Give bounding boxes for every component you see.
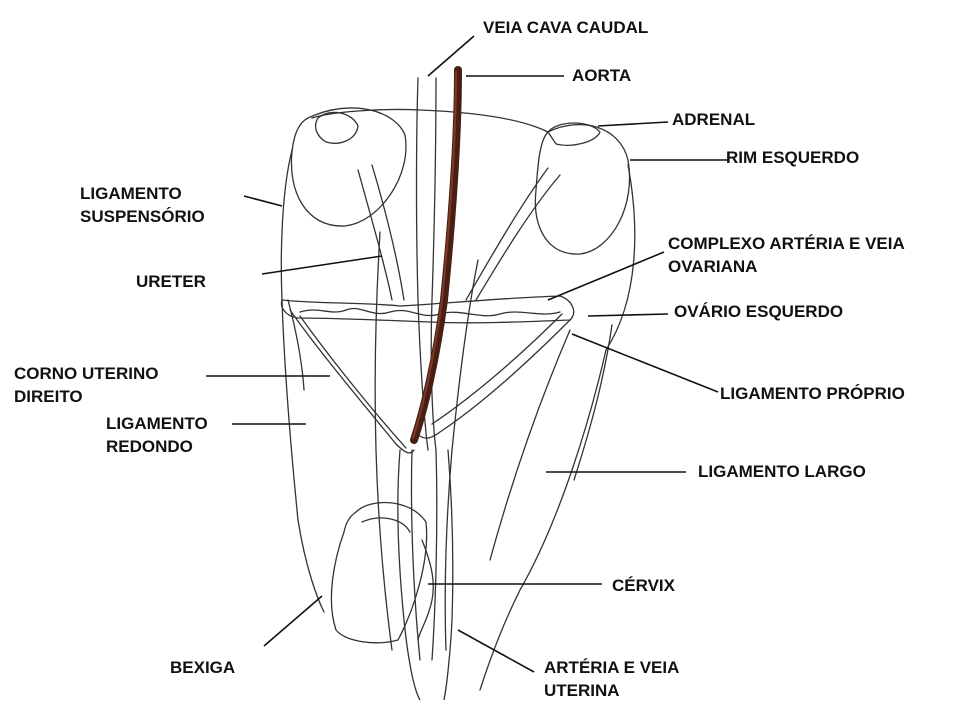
label-ligamento-suspensorio-line-1: LIGAMENTO	[80, 182, 205, 205]
label-cervix: CÉRVIX	[612, 574, 675, 597]
label-corno-uterino-direito: CORNO UTERINO DIREITO	[14, 362, 159, 408]
label-complexo-line-1: COMPLEXO ARTÉRIA E VEIA	[668, 232, 905, 255]
label-ovario-esquerdo: OVÁRIO ESQUERDO	[674, 300, 843, 323]
label-arteria-uterina-line-1: ARTÉRIA E VEIA	[544, 656, 679, 679]
ovarian-complex-right	[358, 165, 404, 300]
leader-complexo	[548, 252, 664, 300]
adrenal-left-outline	[548, 123, 600, 145]
label-ureter: URETER	[136, 270, 206, 293]
label-ligamento-suspensorio: LIGAMENTO SUSPENSÓRIO	[80, 182, 205, 228]
label-corno-line-2: DIREITO	[14, 385, 159, 408]
uterine-body-outline	[398, 450, 453, 700]
label-veia-cava-caudal: VEIA CAVA CAUDAL	[483, 16, 648, 39]
kidney-right-outline	[291, 108, 406, 226]
leader-adrenal	[598, 122, 668, 126]
adrenal-right-outline	[316, 112, 358, 143]
leader-arteria-uterina	[458, 630, 534, 672]
label-arteria-veia-uterina: ARTÉRIA E VEIA UTERINA	[544, 656, 679, 702]
label-rim-esquerdo: RIM ESQUERDO	[726, 146, 859, 169]
label-ligamento-proprio: LIGAMENTO PRÓPRIO	[720, 382, 905, 405]
leader-ovario	[588, 314, 668, 316]
leader-ligamento-suspensorio	[244, 196, 282, 206]
label-ligamento-largo: LIGAMENTO LARGO	[698, 460, 866, 483]
label-ligamento-suspensorio-line-2: SUSPENSÓRIO	[80, 205, 205, 228]
leader-veia-cava	[428, 36, 474, 76]
leader-bexiga	[264, 596, 322, 646]
ureter-left	[445, 260, 478, 650]
uterine-horn-right	[290, 310, 414, 453]
label-bexiga: BEXIGA	[170, 656, 235, 679]
label-complexo-arteria-veia-ovariana: COMPLEXO ARTÉRIA E VEIA OVARIANA	[668, 232, 905, 278]
ovarian-complex-left	[466, 168, 560, 300]
leader-ureter	[262, 256, 382, 274]
broad-ligament-outline	[480, 165, 635, 690]
label-arteria-uterina-line-2: UTERINA	[544, 679, 679, 702]
leader-ligamento-proprio	[572, 334, 718, 392]
label-corno-line-1: CORNO UTERINO	[14, 362, 159, 385]
ureter-right	[375, 232, 392, 650]
label-ligamento-redondo-line-2: REDONDO	[106, 435, 208, 458]
label-complexo-line-2: OVARIANA	[668, 255, 905, 278]
label-ligamento-redondo: LIGAMENTO REDONDO	[106, 412, 208, 458]
label-aorta: AORTA	[572, 64, 631, 87]
label-adrenal: ADRENAL	[672, 108, 755, 131]
label-ligamento-redondo-line-1: LIGAMENTO	[106, 412, 208, 435]
ovary-band-outline	[282, 296, 574, 323]
kidney-left-outline	[535, 125, 629, 255]
